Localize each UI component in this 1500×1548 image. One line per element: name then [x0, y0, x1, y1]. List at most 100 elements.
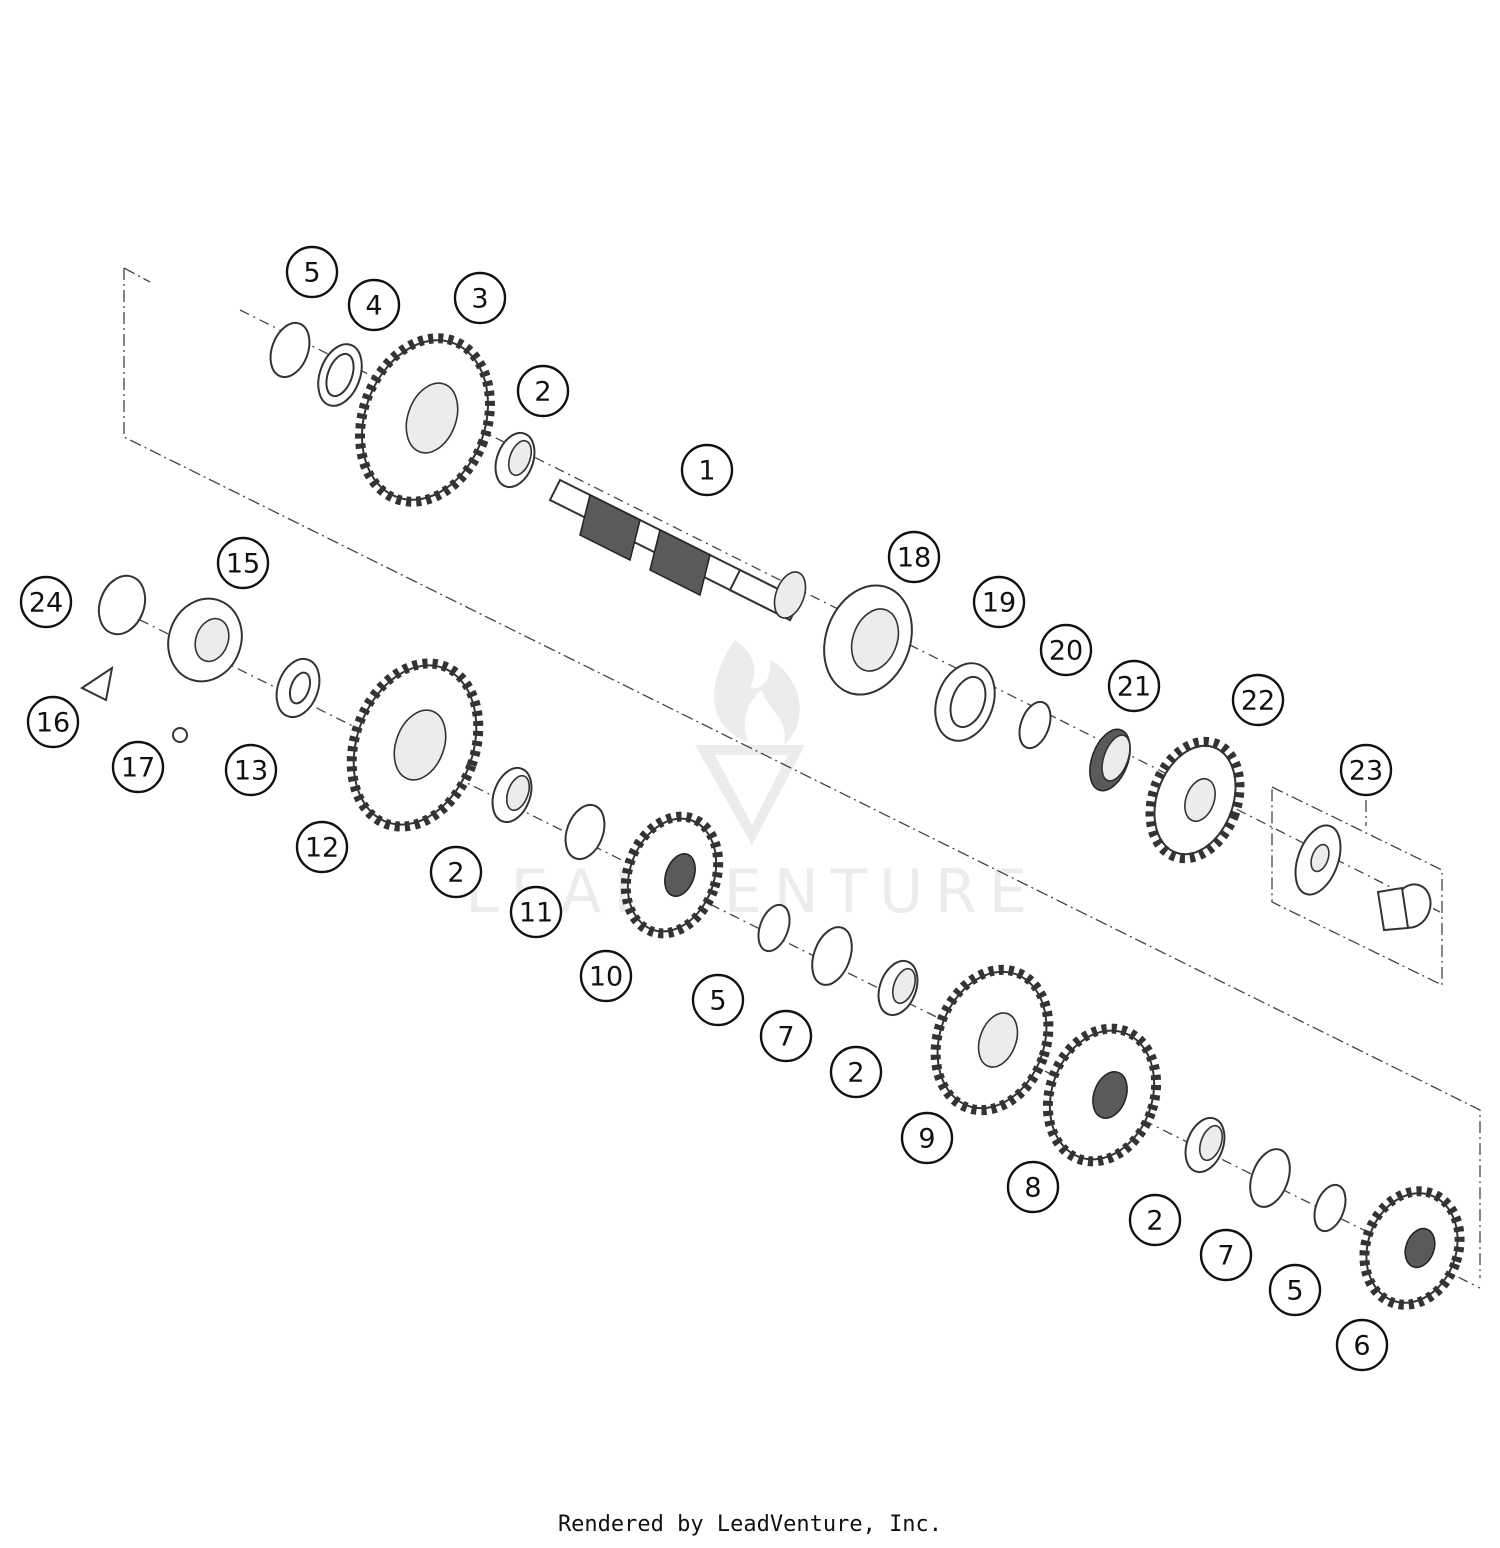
- upper-frame-top-edge: [123, 267, 151, 283]
- part-6-gear: [1359, 1186, 1465, 1310]
- callout-circle: [1231, 673, 1285, 727]
- part-12-gear: [346, 658, 484, 832]
- callout-1: 1: [680, 443, 734, 497]
- part-15-bearing: [167, 597, 243, 683]
- callout-circle: [900, 1111, 954, 1165]
- callout-circle: [1039, 623, 1093, 677]
- footer-credit: Rendered by LeadVenture, Inc.: [557, 1512, 943, 1537]
- callout-circle: [19, 575, 73, 629]
- callout-circle: [1339, 743, 1393, 797]
- callout-5: 5: [1268, 1263, 1322, 1317]
- callout-circle: [1268, 1263, 1322, 1317]
- callout-circle: [295, 820, 349, 874]
- callout-20: 20: [1039, 623, 1093, 677]
- callout-number: 5: [709, 986, 726, 1017]
- callout-circle: [509, 885, 563, 939]
- upper-axis: [239, 309, 1061, 721]
- callout-number: 12: [305, 833, 339, 864]
- part-3-gear-top: [355, 333, 495, 507]
- callout-22: 22: [1231, 673, 1285, 727]
- callout-6: 6: [1335, 1318, 1389, 1372]
- part-8-gear: [1042, 1023, 1162, 1167]
- part-5-circlip-lower-a: [757, 903, 791, 953]
- callout-circle: [691, 973, 745, 1027]
- callout-number: 2: [447, 858, 464, 889]
- callout-number: 18: [897, 543, 931, 574]
- part-5-circlip-lower-b: [1313, 1183, 1347, 1233]
- callout-number: 9: [918, 1124, 935, 1155]
- callout-circle: [347, 278, 401, 332]
- callout-5: 5: [691, 973, 745, 1027]
- callout-5: 5: [285, 245, 339, 299]
- callout-circle: [111, 740, 165, 794]
- callout-2: 2: [829, 1045, 883, 1099]
- callout-circle: [26, 695, 80, 749]
- callout-number: 4: [365, 291, 382, 322]
- part-7-washer-lower-a: [811, 926, 853, 986]
- callout-circle: [579, 949, 633, 1003]
- part-18-bearing: [823, 584, 913, 696]
- callout-number: 19: [982, 588, 1016, 619]
- callout-number: 1: [698, 456, 715, 487]
- callout-circle: [829, 1045, 883, 1099]
- callout-circle: [887, 530, 941, 584]
- callout-11: 11: [509, 885, 563, 939]
- callout-10: 10: [579, 949, 633, 1003]
- part-2-bushing-lower-a: [491, 766, 533, 824]
- callout-2: 2: [516, 364, 570, 418]
- part-23-washer-and-nut-kit: [1294, 824, 1432, 932]
- callout-circle: [429, 845, 483, 899]
- part-9-gear: [930, 964, 1054, 1116]
- callout-2: 2: [1128, 1193, 1182, 1247]
- callout-circle: [224, 743, 278, 797]
- callout-number: 6: [1353, 1331, 1370, 1362]
- watermark-v-icon: [695, 745, 805, 845]
- callout-15: 15: [216, 536, 270, 590]
- callout-number: 13: [234, 756, 268, 787]
- callout-number: 5: [1286, 1276, 1303, 1307]
- callout-circle: [216, 536, 270, 590]
- callout-7: 7: [759, 1009, 813, 1063]
- callout-12: 12: [295, 820, 349, 874]
- part-2-bushing-lower-c: [1184, 1116, 1226, 1174]
- callout-circle: [1128, 1193, 1182, 1247]
- callout-number: 24: [29, 588, 63, 619]
- part-2-bushing-lower-b: [877, 959, 919, 1017]
- part-21-spacer: [1089, 728, 1131, 792]
- callout-circle: [285, 245, 339, 299]
- callout-number: 11: [519, 898, 553, 929]
- part-24-circlip: [97, 574, 147, 636]
- part-10-gear: [620, 811, 724, 939]
- part-11-washer: [564, 803, 606, 861]
- callout-number: 8: [1024, 1173, 1041, 1204]
- callout-18: 18: [887, 530, 941, 584]
- callout-number: 16: [36, 708, 70, 739]
- callout-number: 20: [1049, 636, 1083, 667]
- callout-circle: [759, 1009, 813, 1063]
- callout-circle: [453, 271, 507, 325]
- watermark-flame-icon: [714, 640, 800, 745]
- callout-number: 2: [1146, 1206, 1163, 1237]
- callout-number: 10: [589, 962, 623, 993]
- callout-number: 5: [303, 258, 320, 289]
- part-22-sprocket: [1145, 736, 1245, 864]
- part-4-washer-top: [317, 343, 363, 407]
- callout-number: 21: [1117, 672, 1151, 703]
- part-2-bushing-top: [494, 431, 536, 489]
- callout-16: 16: [26, 695, 80, 749]
- lower-axis: [99, 599, 1481, 1289]
- callout-21: 21: [1107, 659, 1161, 713]
- part-16-retainer: [80, 665, 114, 702]
- callout-circle: [516, 364, 570, 418]
- callout-number: 23: [1349, 756, 1383, 787]
- callout-24: 24: [19, 575, 73, 629]
- callout-number: 17: [121, 753, 155, 784]
- callout-8: 8: [1006, 1160, 1060, 1214]
- callout-23: 23: [1339, 743, 1393, 797]
- callout-circle: [680, 443, 734, 497]
- callout-number: 3: [471, 284, 488, 315]
- callout-number: 7: [777, 1022, 794, 1053]
- callout-7: 7: [1199, 1228, 1253, 1282]
